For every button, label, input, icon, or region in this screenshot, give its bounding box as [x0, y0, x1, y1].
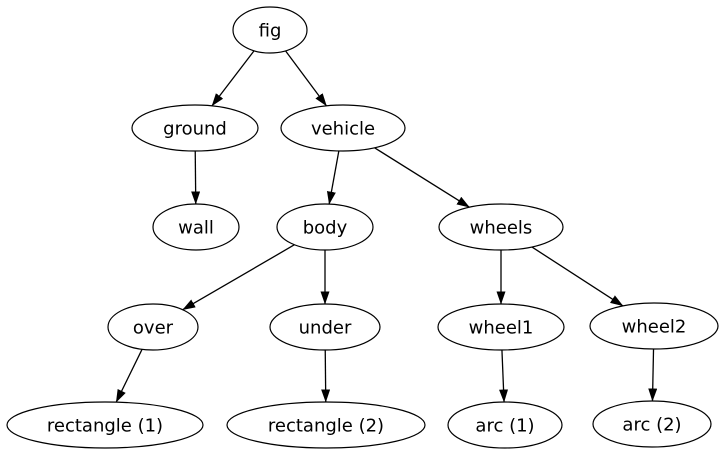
node-ellipse-rect1 [6, 401, 204, 449]
node-rect2: rectangle (2) [226, 401, 426, 449]
node-body: body [276, 203, 374, 251]
node-over: over [107, 303, 199, 351]
node-wheel1: wheel1 [437, 303, 565, 351]
node-ellipse-under [269, 303, 381, 351]
node-ellipse-wheel1 [437, 303, 565, 351]
edge-fig-vehicle [285, 50, 328, 107]
node-ellipse-vehicle [280, 104, 406, 152]
edge-wheel2-arc2 [648, 348, 658, 402]
node-arc2: arc (2) [592, 400, 712, 448]
node-label-wheel1: wheel1 [469, 317, 534, 338]
node-label-rect1: rectangle (1) [47, 415, 163, 436]
node-ellipse-rect2 [226, 401, 426, 449]
node-ellipse-fig [232, 6, 308, 54]
node-ellipse-arc2 [592, 400, 712, 448]
node-wheel2: wheel2 [589, 302, 719, 350]
node-ellipse-body [276, 203, 374, 251]
edge-over-rect1 [115, 349, 143, 403]
edge-under-rect2 [321, 349, 331, 403]
edge-wheel1-arc1 [499, 349, 509, 403]
edge-fig-ground [211, 50, 255, 107]
node-label-rect2: rectangle (2) [268, 415, 384, 436]
node-label-wheel2: wheel2 [622, 316, 687, 337]
node-fig: fig [232, 6, 308, 54]
node-label-wall: wall [178, 217, 214, 238]
edge-vehicle-wheels [374, 147, 470, 208]
node-label-arc1: arc (1) [475, 415, 534, 436]
node-wall: wall [152, 203, 240, 251]
node-ellipse-wall [152, 203, 240, 251]
edge-wheels-wheel2 [531, 246, 624, 307]
node-label-over: over [133, 317, 174, 338]
node-ellipse-over [107, 303, 199, 351]
node-label-fig: fig [259, 20, 282, 41]
node-label-wheels: wheels [470, 217, 533, 238]
node-wheels: wheels [438, 203, 564, 251]
node-ellipse-wheel2 [589, 302, 719, 350]
edge-vehicle-body [326, 150, 340, 205]
node-ellipse-arc1 [447, 401, 563, 449]
node-ellipse-ground [131, 104, 259, 152]
node-under: under [269, 303, 381, 351]
node-label-body: body [303, 217, 348, 238]
node-label-under: under [299, 317, 352, 338]
node-arc1: arc (1) [447, 401, 563, 449]
node-rect1: rectangle (1) [6, 401, 204, 449]
node-label-arc2: arc (2) [622, 414, 681, 435]
node-ellipse-wheels [438, 203, 564, 251]
node-vehicle: vehicle [280, 104, 406, 152]
edge-body-over [182, 244, 295, 311]
node-label-vehicle: vehicle [311, 118, 375, 139]
edge-ground-wall [191, 150, 201, 205]
node-label-ground: ground [163, 118, 227, 139]
node-ground: ground [131, 104, 259, 152]
